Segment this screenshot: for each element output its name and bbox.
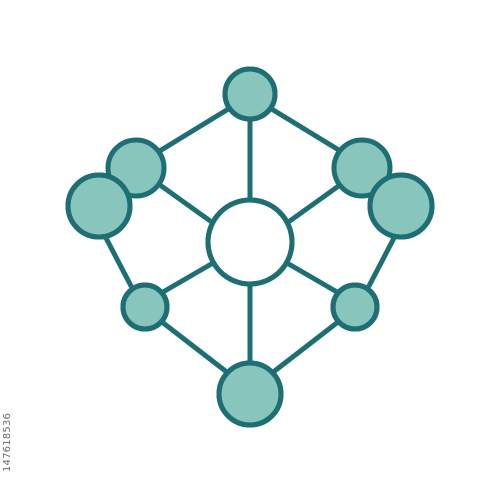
spoke-lower-left bbox=[160, 260, 216, 295]
stock-id-text: 147618536 bbox=[2, 412, 14, 473]
edge-bottom-left bbox=[159, 319, 231, 376]
node-upper-left-front bbox=[65, 172, 133, 240]
node-upper-right-back bbox=[331, 137, 393, 199]
node-center-hub bbox=[205, 197, 295, 287]
edge-top-right bbox=[267, 105, 345, 155]
spoke-lower-right bbox=[284, 260, 340, 295]
edge-bottom-right bbox=[269, 319, 341, 376]
spoke-upper-right bbox=[284, 182, 343, 226]
stock-id-watermark: 147618536 bbox=[2, 385, 14, 500]
connector-lines bbox=[103, 105, 397, 376]
node-bottom bbox=[216, 360, 284, 428]
node-lower-right bbox=[330, 282, 380, 332]
spoke-upper-left bbox=[157, 182, 216, 226]
node-upper-right-front bbox=[367, 172, 435, 240]
edge-top-left bbox=[155, 105, 233, 155]
edge-left-down bbox=[103, 235, 134, 289]
node-lower-left bbox=[120, 282, 170, 332]
edge-right-down bbox=[366, 235, 397, 289]
node-top bbox=[222, 66, 278, 122]
